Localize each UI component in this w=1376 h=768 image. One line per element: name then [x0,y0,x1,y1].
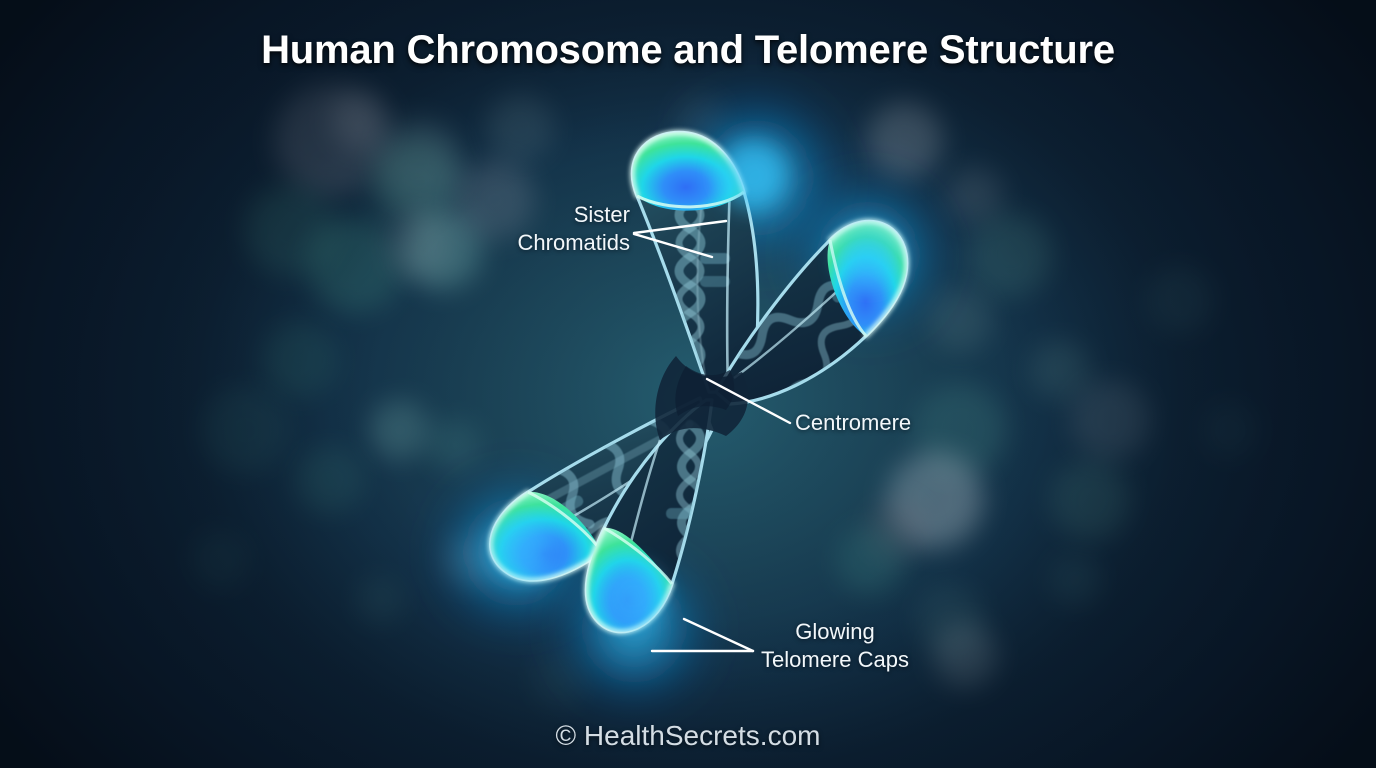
page-title: Human Chromosome and Telomere Structure [261,28,1115,72]
watermark-credit: © HealthSecrets.com [555,720,821,751]
leader-telomere-upper [682,617,755,653]
leader-sister-chromatids-upper [632,219,728,235]
leader-centromere [705,377,792,425]
telomere-inner-glow [494,141,899,626]
label-centromere: Centromere [795,410,912,435]
label-glowing-telomere-caps: Glowing Telomere Caps [761,619,909,672]
leader-sister-chromatids-lower [632,232,714,259]
label-sister-chromatids: Sister Chromatids [517,202,630,255]
